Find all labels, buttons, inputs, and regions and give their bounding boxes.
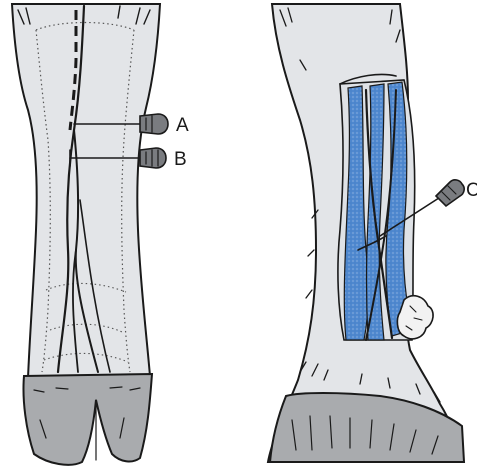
left-limb-view	[12, 4, 160, 465]
needle-a-hub-icon	[140, 114, 168, 134]
left-hoof	[23, 374, 152, 465]
right-limb-view	[268, 4, 464, 462]
needle-b-hub-icon	[140, 148, 166, 168]
needle-c-hub-icon	[436, 180, 464, 206]
label-a: A	[176, 115, 189, 136]
ergot-tuft	[397, 296, 433, 339]
label-c: C	[466, 180, 477, 201]
label-b: B	[174, 149, 187, 170]
